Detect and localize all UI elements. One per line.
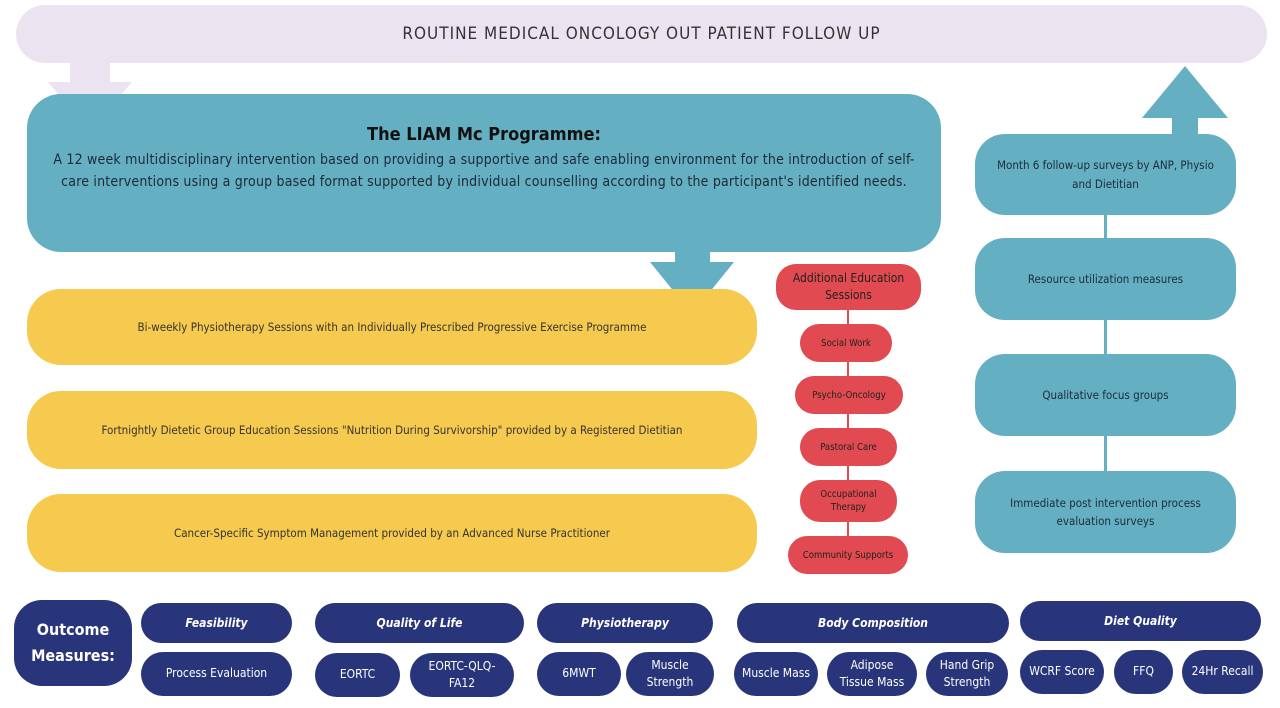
arrow-evaluation-to-banner xyxy=(1142,66,1228,138)
intervention-physiotherapy-label: Bi-weekly Physiotherapy Sessions with an… xyxy=(137,320,647,334)
education-psycho-oncology-label: Psycho-Oncology xyxy=(812,389,886,401)
evaluation-focus-groups: Qualitative focus groups xyxy=(975,354,1236,436)
outcome-group-diet-quality: Diet Quality xyxy=(1020,601,1261,641)
follow-up-banner: ROUTINE MEDICAL ONCOLOGY OUT PATIENT FOL… xyxy=(16,5,1267,63)
intervention-dietetic-label: Fortnightly Dietetic Group Education Ses… xyxy=(101,423,683,437)
outcome-6mwt: 6MWT xyxy=(537,652,621,696)
outcome-group-quality-of-life: Quality of Life xyxy=(315,603,524,643)
evaluation-connector xyxy=(1104,200,1107,490)
outcome-muscle-strength-label: Muscle Strength xyxy=(646,657,694,689)
education-social-work: Social Work xyxy=(800,324,892,362)
education-community-supports-label: Community Supports xyxy=(802,549,894,561)
outcome-hand-grip-strength-label: Hand Grip Strength xyxy=(939,657,995,689)
outcome-24hr-recall: 24Hr Recall xyxy=(1182,650,1263,694)
education-social-work-label: Social Work xyxy=(821,337,871,349)
education-psycho-oncology: Psycho-Oncology xyxy=(795,376,903,414)
outcome-group-physiotherapy: Physiotherapy xyxy=(537,603,713,643)
outcome-muscle-strength: Muscle Strength xyxy=(626,652,714,696)
outcome-wcrf-score: WCRF Score xyxy=(1020,650,1104,694)
outcome-group-feasibility: Feasibility xyxy=(141,603,292,643)
programme-box: The LIAM Mc Programme: A 12 week multidi… xyxy=(27,94,941,252)
outcome-6mwt-label: 6MWT xyxy=(562,666,596,681)
intervention-physiotherapy: Bi-weekly Physiotherapy Sessions with an… xyxy=(27,289,757,365)
intervention-symptom-management: Cancer-Specific Symptom Management provi… xyxy=(27,494,757,572)
outcome-ffq-label: FFQ xyxy=(1133,664,1154,679)
outcome-group-quality-of-life-label: Quality of Life xyxy=(376,616,463,630)
education-occupational-therapy-label: Occupational Therapy xyxy=(820,488,877,513)
evaluation-process-surveys: Immediate post intervention process eval… xyxy=(975,471,1236,553)
education-occupational-therapy: Occupational Therapy xyxy=(800,480,897,522)
outcome-24hr-recall-label: 24Hr Recall xyxy=(1191,664,1254,679)
evaluation-focus-groups-label: Qualitative focus groups xyxy=(1042,388,1169,402)
programme-description: A 12 week multidisciplinary intervention… xyxy=(53,152,915,190)
evaluation-resource-utilization: Resource utilization measures xyxy=(975,238,1236,320)
outcome-eortc: EORTC xyxy=(315,653,400,697)
outcome-process-evaluation-label: Process Evaluation xyxy=(165,666,268,681)
outcome-eortc-qlq-fa12: EORTC-QLQ-FA12 xyxy=(410,653,514,697)
outcome-wcrf-score-label: WCRF Score xyxy=(1029,664,1095,679)
outcome-group-body-composition: Body Composition xyxy=(737,603,1009,643)
outcome-group-feasibility-label: Feasibility xyxy=(185,616,248,630)
outcome-hand-grip-strength: Hand Grip Strength xyxy=(926,652,1008,696)
outcome-measures-title: Outcome Measures: xyxy=(14,600,132,686)
outcome-adipose-tissue-mass: Adipose Tissue Mass xyxy=(827,652,917,696)
evaluation-month6-surveys-label: Month 6 follow-up surveys by ANP, Physio… xyxy=(997,158,1214,191)
outcome-measures-title-label: Outcome Measures: xyxy=(31,620,115,665)
programme-title: The LIAM Mc Programme: xyxy=(367,124,601,145)
intervention-symptom-management-label: Cancer-Specific Symptom Management provi… xyxy=(173,526,610,540)
outcome-group-body-composition-label: Body Composition xyxy=(818,616,928,630)
outcome-eortc-qlq-fa12-label: EORTC-QLQ-FA12 xyxy=(428,658,496,690)
education-pastoral-care-label: Pastoral Care xyxy=(820,441,877,453)
outcome-process-evaluation: Process Evaluation xyxy=(141,652,292,696)
outcome-ffq: FFQ xyxy=(1114,650,1173,694)
outcome-group-physiotherapy-label: Physiotherapy xyxy=(581,616,669,630)
evaluation-resource-utilization-label: Resource utilization measures xyxy=(1027,272,1184,286)
outcome-eortc-label: EORTC xyxy=(339,667,376,682)
intervention-dietetic: Fortnightly Dietetic Group Education Ses… xyxy=(27,391,757,469)
education-pastoral-care: Pastoral Care xyxy=(800,428,897,466)
outcome-muscle-mass-label: Muscle Mass xyxy=(742,666,810,681)
evaluation-process-surveys-label: Immediate post intervention process eval… xyxy=(1010,495,1201,528)
education-community-supports: Community Supports xyxy=(788,536,908,574)
outcome-adipose-tissue-mass-label: Adipose Tissue Mass xyxy=(839,657,905,689)
education-header: Additional Education Sessions xyxy=(776,264,921,310)
outcome-group-diet-quality-label: Diet Quality xyxy=(1104,614,1177,628)
education-header-label: Additional Education Sessions xyxy=(792,270,905,302)
outcome-muscle-mass: Muscle Mass xyxy=(734,652,818,696)
follow-up-banner-label: ROUTINE MEDICAL ONCOLOGY OUT PATIENT FOL… xyxy=(402,24,881,44)
evaluation-month6-surveys: Month 6 follow-up surveys by ANP, Physio… xyxy=(975,134,1236,215)
